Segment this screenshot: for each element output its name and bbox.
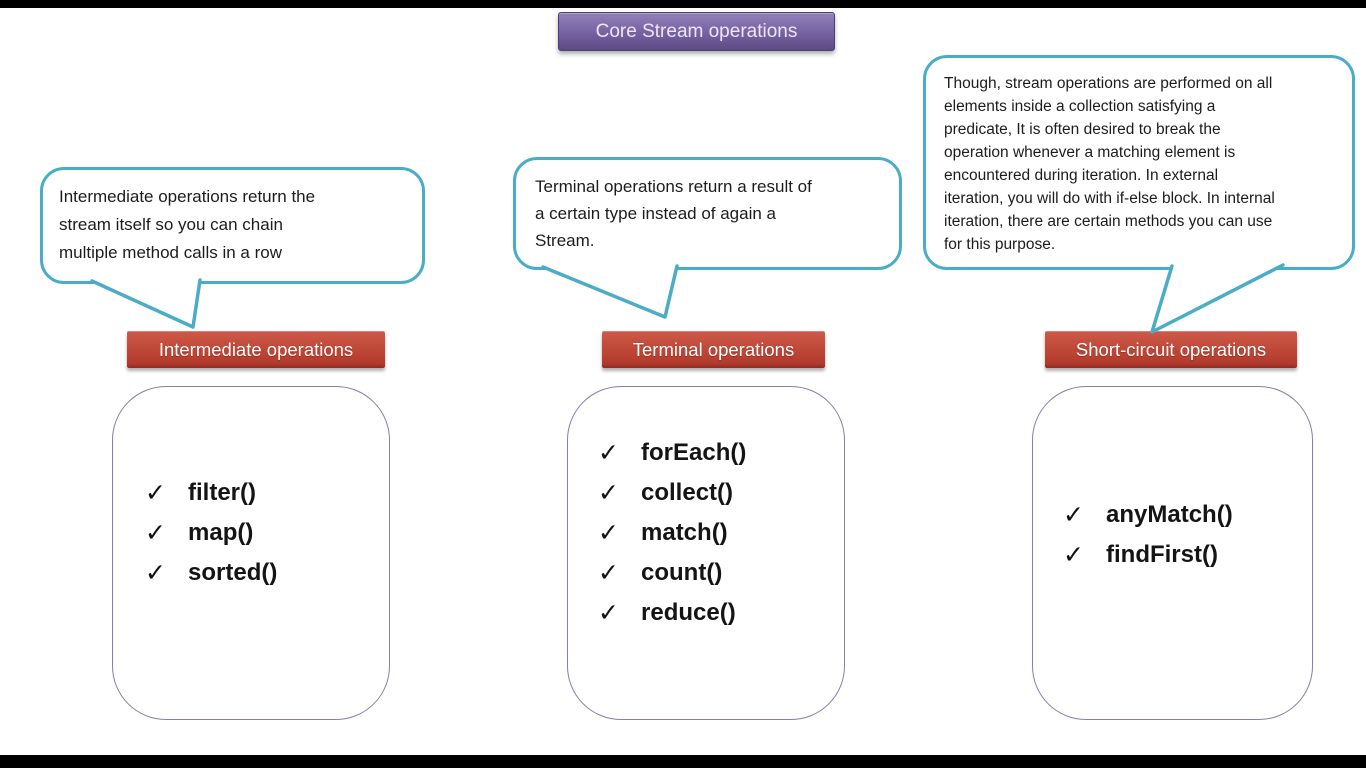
callout-line: encountered during iteration. In externa… (944, 167, 1219, 184)
callout-terminal: Terminal operations return a result of a… (513, 157, 902, 270)
method-name: count() (641, 559, 723, 586)
method-name: filter() (188, 479, 256, 506)
list-item: ✓ collect() (598, 473, 844, 513)
check-icon: ✓ (145, 559, 166, 587)
callout-line: stream itself so you can chain (59, 215, 283, 234)
method-name: match() (641, 519, 728, 546)
callout-line: Intermediate operations return the (59, 187, 316, 206)
callout-tail-icon (541, 264, 679, 319)
callout-line: iteration, there are certain methods you… (944, 213, 1273, 230)
check-icon: ✓ (598, 479, 619, 507)
callout-line: for this purpose. (944, 236, 1056, 253)
list-item: ✓ match() (598, 513, 844, 553)
callout-line: predicate, It is often desired to break … (944, 121, 1221, 138)
check-icon: ✓ (598, 559, 619, 587)
callout-tail-icon (1150, 263, 1285, 334)
listbox-short-circuit: ✓ anyMatch() ✓ findFirst() (1032, 386, 1313, 720)
list-item: ✓ reduce() (598, 593, 844, 633)
check-icon: ✓ (145, 479, 166, 507)
callout-intermediate: Intermediate operations return the strea… (40, 167, 425, 284)
check-icon: ✓ (145, 519, 166, 547)
list-item: ✓ count() (598, 553, 844, 593)
header-terminal-operations: Terminal operations (602, 331, 825, 368)
callout-line: a certain type instead of again a (535, 204, 776, 223)
list-item: ✓ forEach() (598, 433, 844, 473)
check-icon: ✓ (598, 519, 619, 547)
check-icon: ✓ (1063, 541, 1084, 569)
callout-line: iteration, you will do with if-else bloc… (944, 190, 1275, 207)
listbox-terminal: ✓ forEach() ✓ collect() ✓ match() ✓ coun… (567, 386, 845, 720)
header-short-circuit-operations: Short-circuit operations (1045, 331, 1297, 368)
page-title: Core Stream operations (558, 12, 835, 51)
callout-tail-icon (90, 278, 202, 329)
callout-line: Terminal operations return a result of (535, 177, 812, 196)
callout-line: operation whenever a matching element is (944, 144, 1236, 161)
method-name: anyMatch() (1106, 501, 1233, 528)
list-item: ✓ sorted() (145, 553, 389, 593)
header-intermediate-operations: Intermediate operations (127, 331, 385, 368)
listbox-intermediate: ✓ filter() ✓ map() ✓ sorted() (112, 386, 390, 720)
callout-line: multiple method calls in a row (59, 243, 282, 262)
method-name: sorted() (188, 559, 278, 586)
letterbox-top-bar (0, 0, 1366, 8)
method-name: reduce() (641, 599, 736, 626)
method-name: map() (188, 519, 254, 546)
check-icon: ✓ (1063, 501, 1084, 529)
list-item: ✓ filter() (145, 473, 389, 513)
check-icon: ✓ (598, 439, 619, 467)
letterbox-bottom-bar (0, 755, 1366, 768)
list-item: ✓ findFirst() (1063, 535, 1312, 575)
method-name: findFirst() (1106, 541, 1218, 568)
callout-line: Stream. (535, 231, 595, 250)
callout-line: Though, stream operations are performed … (944, 75, 1273, 92)
check-icon: ✓ (598, 599, 619, 627)
method-name: collect() (641, 479, 734, 506)
list-item: ✓ map() (145, 513, 389, 553)
callout-short-circuit: Though, stream operations are performed … (923, 55, 1355, 270)
method-name: forEach() (641, 439, 747, 466)
callout-line: elements inside a collection satisfying … (944, 98, 1216, 115)
list-item: ✓ anyMatch() (1063, 495, 1312, 535)
